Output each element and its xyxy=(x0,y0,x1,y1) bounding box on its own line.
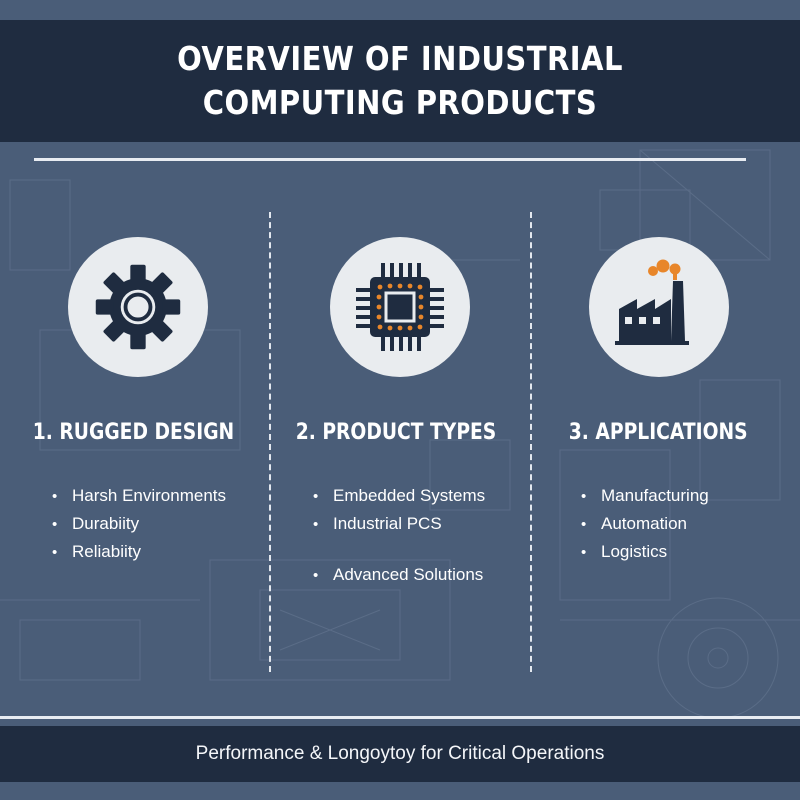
icon-circle xyxy=(68,237,208,377)
column-divider xyxy=(269,212,271,672)
bullet-list: Embedded Systems Industrial PCS Advanced… xyxy=(313,482,485,589)
list-item: Automation xyxy=(581,510,709,538)
chip-icon xyxy=(356,263,444,351)
icon-circle xyxy=(589,237,729,377)
bullet-list: Harsh Environments Durabiity Reliabiity xyxy=(52,482,226,566)
list-item: Reliabiity xyxy=(52,538,226,566)
gear-icon xyxy=(95,264,181,350)
list-item: Industrial PCS xyxy=(313,510,485,538)
column-divider xyxy=(530,212,532,672)
column-heading: 3. Applications xyxy=(568,420,748,445)
list-item: Manufacturing xyxy=(581,482,709,510)
column-product-types: 2. Product Types Embedded Systems Indust… xyxy=(263,232,529,672)
icon-circle xyxy=(330,237,470,377)
title-banner: Overview of Industrial Computing Product… xyxy=(0,20,800,142)
footer-text: Performance & Longoytoy for Critical Ope… xyxy=(195,743,605,764)
bottom-rule xyxy=(0,716,800,719)
list-item: Durabiity xyxy=(52,510,226,538)
footer-banner: Performance & Longoytoy for Critical Ope… xyxy=(0,726,800,782)
list-item: Harsh Environments xyxy=(52,482,226,510)
list-item: Advanced Solutions xyxy=(313,561,485,589)
column-rugged-design: 1. Rugged Design Harsh Environments Dura… xyxy=(0,232,266,672)
column-heading: 2. Product Types xyxy=(295,420,497,445)
list-item: Logistics xyxy=(581,538,709,566)
bullet-list: Manufacturing Automation Logistics xyxy=(581,482,709,566)
factory-icon xyxy=(615,259,689,345)
page-title: Overview of Industrial Computing Product… xyxy=(177,39,623,122)
column-applications: 3. Applications Manufacturing Automation… xyxy=(529,232,795,672)
column-heading: 1. Rugged Design xyxy=(32,420,234,445)
list-item: Embedded Systems xyxy=(313,482,485,510)
top-rule xyxy=(34,158,746,161)
